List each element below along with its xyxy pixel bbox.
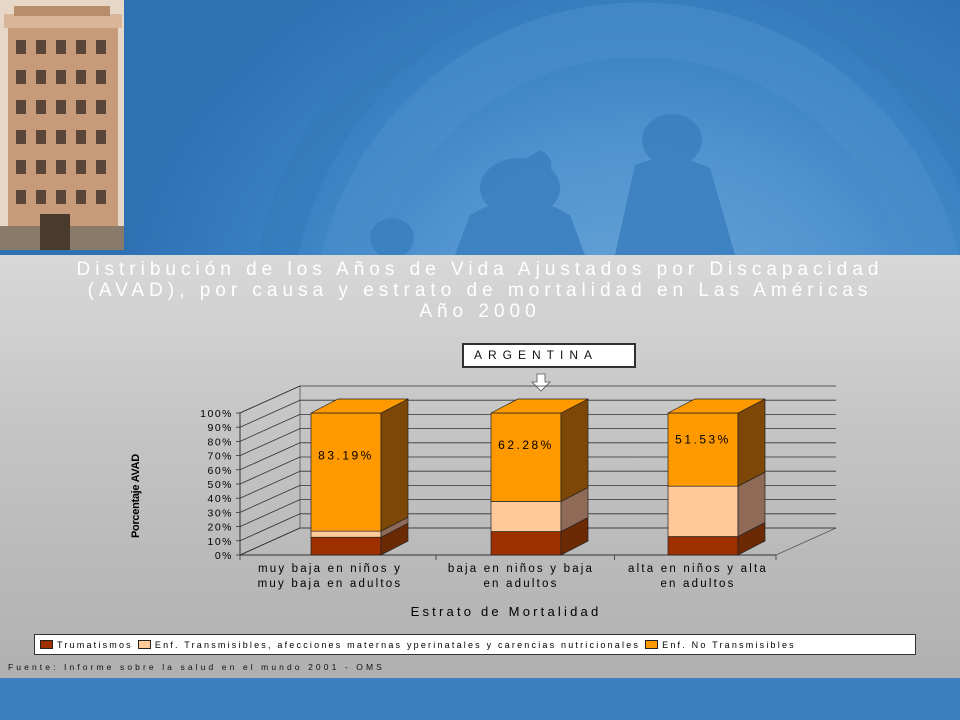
source-note: Fuente: Informe sobre la salud en el mun… [8, 662, 385, 672]
legend-swatch [645, 640, 659, 649]
gridline [239, 485, 301, 513]
family-silhouette-graphic [257, 0, 960, 255]
bar-top [490, 398, 589, 414]
footer-band [0, 678, 960, 720]
gridline [239, 470, 301, 499]
legend-swatch [137, 640, 151, 649]
data-label: 62.28% [498, 438, 554, 452]
bar-segment-side [380, 398, 409, 532]
data-label: 51.53% [675, 433, 731, 447]
callout-arrow-icon [531, 373, 551, 392]
y-tick-label: 60% [207, 465, 233, 477]
y-tick-label: 10% [207, 536, 233, 548]
bar-segment [667, 485, 739, 537]
bar-segment [490, 531, 562, 556]
gridline [239, 513, 301, 542]
x-tick-label: alta en niños y alta [628, 563, 768, 575]
chart-panel [0, 255, 960, 678]
y-tick-label: 90% [207, 422, 233, 434]
bar-top [310, 398, 409, 414]
legend-item-no-transmisibles: Enf. No Transmisibles [645, 640, 796, 650]
y-axis-title: Porcentaje AVAD [130, 454, 142, 538]
x-tick-label: muy baja en niños y [258, 563, 402, 575]
x-tick-label: en adultos [483, 578, 558, 590]
x-tick-label: en adultos [660, 578, 735, 590]
bar-segment [667, 536, 739, 556]
y-tick-label: 40% [207, 493, 233, 505]
y-tick-label: 100% [200, 408, 233, 420]
y-tick-label: 30% [207, 507, 233, 519]
bar-top [667, 398, 766, 414]
header-banner [0, 0, 960, 255]
title-line-2: (AVAD), por causa y estrato de mortalida… [87, 280, 873, 301]
data-label: 83.19% [318, 448, 374, 462]
y-tick-label: 70% [207, 451, 233, 463]
gridline [239, 442, 301, 471]
x-tick-label: muy baja en adultos [258, 578, 403, 590]
bar-segment-side [560, 398, 589, 503]
argentina-callout: ARGENTINA [462, 343, 636, 368]
gridline [239, 414, 301, 442]
building-photo [0, 0, 124, 250]
y-tick-label: 50% [207, 479, 233, 491]
slide-title: Distribución de los Años de Vida Ajustad… [0, 259, 960, 322]
gridline [239, 456, 301, 485]
bar-segment [310, 536, 382, 556]
legend-item-transmisibles: Enf. Transmisibles, afecciones maternas … [137, 639, 641, 650]
legend-swatch [40, 640, 53, 649]
bar-segment [310, 530, 382, 538]
bar-segment-side [737, 398, 766, 487]
bar-segment [490, 501, 562, 532]
legend-label: Enf. No Transmisibles [662, 639, 796, 650]
title-line-3: Año 2000 [419, 301, 541, 322]
legend-label: Enf. Transmisibles, afecciones maternas … [154, 639, 641, 650]
title-line-1: Distribución de los Años de Vida Ajustad… [76, 259, 884, 280]
legend-label: Trumatismos [57, 639, 133, 650]
y-tick-label: 0% [215, 550, 233, 562]
gridline [239, 399, 301, 428]
bar-segment [310, 412, 382, 532]
gridline [239, 499, 301, 527]
x-tick-label: baja en niños y baja [448, 563, 594, 575]
chart-legend: Trumatismos Enf. Transmisibles, afeccion… [34, 634, 916, 655]
y-tick-label: 80% [207, 436, 233, 448]
bar-segment [490, 412, 562, 502]
x-axis-title: Estrato de Mortalidad [411, 604, 602, 619]
y-tick-label: 20% [207, 522, 233, 534]
legend-item-trumatismos: Trumatismos [40, 640, 133, 650]
gridline [239, 428, 301, 456]
gridline [239, 385, 301, 414]
bar-segment [667, 412, 739, 487]
gridline [239, 527, 301, 556]
